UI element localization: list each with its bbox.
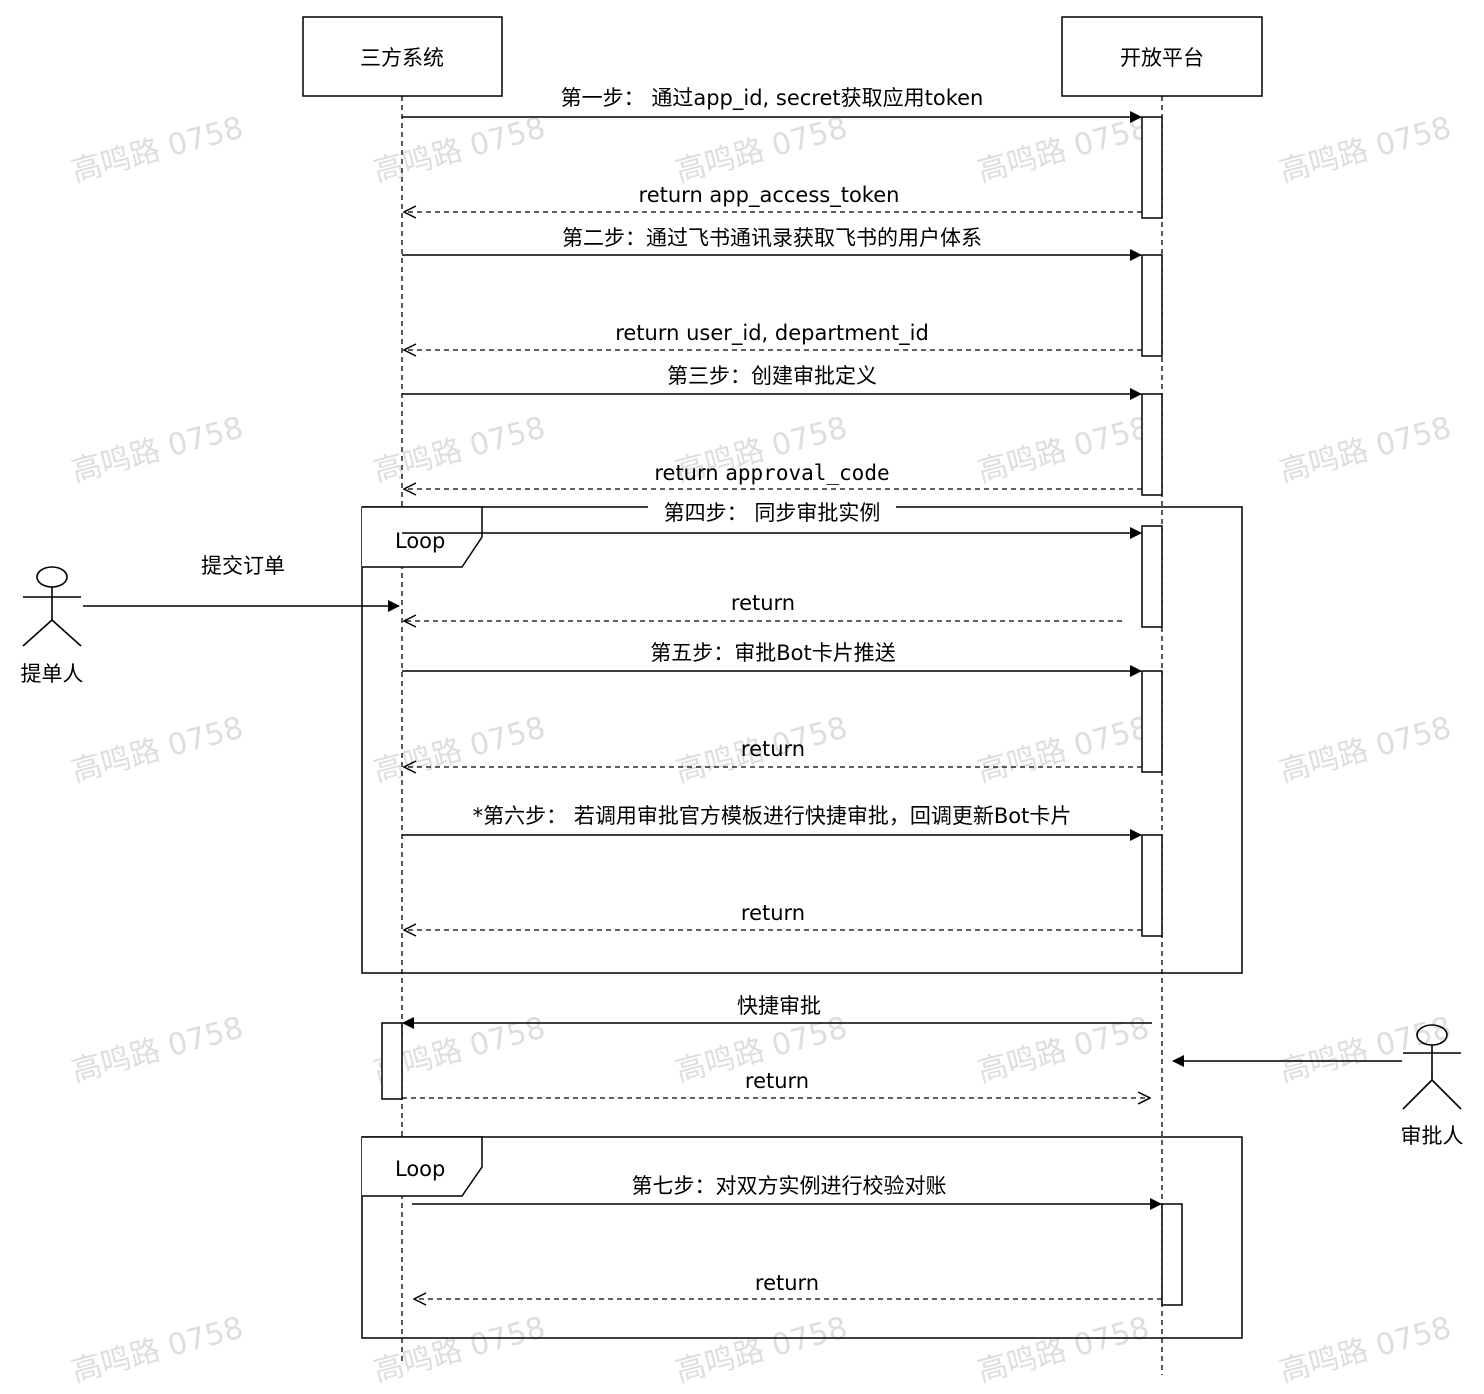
return-label-step2: return user_id, department_id	[615, 321, 929, 346]
message-label-submit: 提交订单	[201, 554, 285, 578]
watermark: 高鸣路 0758	[974, 710, 1153, 789]
message-label-step4: 第四步： 同步审批实例	[664, 501, 881, 525]
watermark: 高鸣路 0758	[974, 110, 1153, 189]
participant-third-party[interactable]: 三方系统	[302, 16, 503, 97]
approval-code: approval_code	[725, 461, 889, 485]
watermark: 高鸣路 0758	[370, 110, 549, 189]
message-label-step1: 第一步： 通过app_id, secret获取应用token	[561, 86, 984, 111]
return-label-step4: return	[731, 591, 795, 615]
activation-bar	[1141, 393, 1163, 496]
participant-label: 开放平台	[1120, 46, 1204, 70]
actor-label: 审批人	[1401, 1124, 1464, 1148]
loop-label: Loop	[395, 1157, 445, 1181]
actor-approver[interactable]: 审批人	[1401, 1024, 1464, 1148]
loop-frame-1: Loop	[361, 506, 1243, 974]
activation-bar	[1141, 525, 1163, 628]
message-label-step5: 第五步：审批Bot卡片推送	[650, 641, 896, 665]
watermark: 高鸣路 0758	[672, 110, 851, 189]
watermark: 高鸣路 0758	[370, 1310, 549, 1389]
watermark: 高鸣路 0758	[974, 1310, 1153, 1389]
watermark: 高鸣路 0758	[370, 710, 549, 789]
activation-bar	[381, 1022, 403, 1100]
watermark: 高鸣路 0758	[68, 1310, 247, 1389]
message-label-step3: 第三步：创建审批定义	[667, 364, 877, 388]
stick-figure-icon	[1402, 1024, 1462, 1110]
return-label-quick: return	[745, 1069, 809, 1093]
watermark: 高鸣路 0758	[370, 410, 549, 489]
loop-frame-2: Loop	[361, 1136, 1243, 1339]
activation-bar	[1161, 1203, 1183, 1306]
watermark: 高鸣路 0758	[68, 110, 247, 189]
watermark: 高鸣路 0758	[68, 1010, 247, 1089]
watermark: 高鸣路 0758	[1276, 1310, 1455, 1389]
activation-bar	[1141, 670, 1163, 773]
watermark: 高鸣路 0758	[1276, 410, 1455, 489]
watermark: 高鸣路 0758	[1276, 110, 1455, 189]
message-label-step6: *第六步： 若调用审批官方模板进行快捷审批，回调更新Bot卡片	[473, 804, 1072, 828]
actor-label: 提单人	[21, 662, 84, 686]
activation-bar	[1141, 254, 1163, 357]
watermark: 高鸣路 0758	[1276, 710, 1455, 789]
actor-submitter[interactable]: 提单人	[21, 566, 84, 686]
message-label-step7: 第七步：对双方实例进行校验对账	[632, 1174, 947, 1198]
watermark: 高鸣路 0758	[68, 410, 247, 489]
return-label-step5: return	[741, 737, 805, 761]
participant-open-platform[interactable]: 开放平台	[1061, 16, 1263, 97]
return-label-step1: return app_access_token	[639, 183, 900, 208]
participant-label: 三方系统	[360, 46, 444, 70]
return-label-step6: return	[741, 901, 805, 925]
stick-figure-icon	[22, 566, 82, 647]
return-prefix: return	[654, 461, 725, 485]
return-label-step7: return	[755, 1271, 819, 1295]
watermark: 高鸣路 0758	[974, 410, 1153, 489]
message-label-step2: 第二步：通过飞书通讯录获取飞书的用户体系	[562, 226, 982, 250]
return-label-step3: return approval_code	[654, 461, 889, 485]
activation-bar	[1141, 834, 1163, 937]
activation-bar	[1141, 116, 1163, 219]
watermark: 高鸣路 0758	[672, 1310, 851, 1389]
message-label-quick: 快捷审批	[737, 994, 821, 1018]
watermark: 高鸣路 0758	[1276, 1010, 1455, 1089]
watermark: 高鸣路 0758	[68, 710, 247, 789]
